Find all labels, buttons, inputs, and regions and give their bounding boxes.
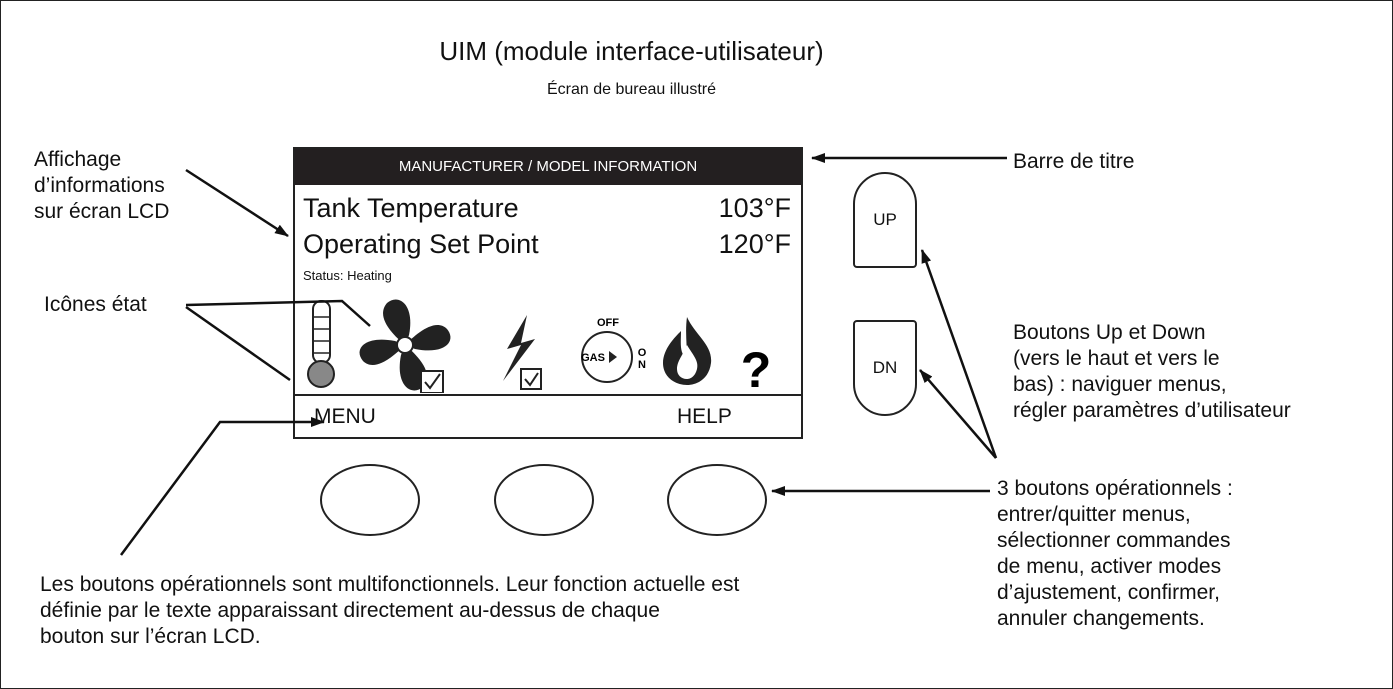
note-operational-buttons: Les boutons opérationnels sont multifonc… — [40, 572, 739, 650]
label-title-bar: Barre de titre — [1013, 150, 1135, 173]
gas-on-n-text: N — [638, 359, 646, 371]
lcd-row-label: Tank Temperature — [303, 193, 519, 223]
gas-on-o-text: O — [638, 347, 647, 359]
diagram-subtitle: Écran de bureau illustré — [547, 81, 716, 98]
softkey-help: HELP — [677, 405, 732, 428]
label-line: annuler changements. — [997, 607, 1205, 630]
label-line: sur écran LCD — [34, 200, 170, 223]
lcd-row-value: 103°F — [718, 193, 791, 223]
arrow-down-button — [919, 369, 997, 459]
lcd-status: Status: Heating — [303, 268, 392, 283]
gas-text: GAS — [581, 352, 605, 364]
label-line: régler paramètres d’utilisateur — [1013, 399, 1291, 422]
arrow-menu-softkey — [119, 417, 325, 556]
flame-icon — [663, 317, 712, 385]
note-line: bouton sur l’écran LCD. — [40, 625, 261, 648]
operational-button-left[interactable] — [320, 464, 420, 536]
lcd-status-icons: OFF GAS O N ? — [307, 299, 772, 393]
down-button[interactable]: DN — [853, 320, 917, 416]
label-operational-buttons: 3 boutons opérationnels : entrer/quitter… — [997, 476, 1233, 632]
lcd-row-value: 120°F — [718, 229, 791, 259]
label-line: Affichage — [34, 148, 122, 171]
label-updown-buttons: Boutons Up et Down (vers le haut et vers… — [1013, 320, 1291, 424]
line-status-thermometer — [185, 305, 291, 382]
help-question-icon: ? — [741, 342, 772, 393]
up-button[interactable]: UP — [853, 172, 917, 268]
label-line: Boutons Up et Down — [1013, 321, 1206, 344]
label-status-icons: Icônes état — [44, 293, 147, 316]
diagram-title: UIM (module interface-utilisateur) — [439, 36, 824, 66]
note-line: Les boutons opérationnels sont multifonc… — [40, 573, 740, 596]
gas-valve-icon: OFF GAS O N — [581, 317, 647, 383]
label-line: 3 boutons opérationnels : — [997, 477, 1233, 500]
lcd-row-label: Operating Set Point — [303, 229, 539, 259]
label-line: de menu, activer modes — [997, 555, 1222, 578]
lcd-title-bar: MANUFACTURER / MODEL INFORMATION — [295, 149, 801, 185]
arrow-up-button — [920, 249, 998, 459]
gas-off-text: OFF — [597, 317, 619, 329]
lcd-divider — [295, 394, 801, 396]
arrow-lcd-display — [185, 168, 289, 238]
label-lcd-display: Affichage d’informations sur écran LCD — [34, 147, 169, 225]
label-line: sélectionner commandes — [997, 529, 1231, 552]
operational-button-right[interactable] — [667, 464, 767, 536]
down-button-label: DN — [872, 358, 898, 377]
lightning-icon — [503, 315, 542, 390]
fan-icon — [359, 299, 451, 393]
softkey-menu: MENU — [314, 405, 376, 428]
label-line: d’informations — [34, 174, 165, 197]
lcd-screen: MANUFACTURER / MODEL INFORMATION Tank Te… — [293, 147, 803, 439]
note-line: définie par le texte apparaissant direct… — [40, 599, 660, 622]
up-button-label: UP — [873, 210, 897, 229]
operational-button-middle[interactable] — [494, 464, 594, 536]
thermometer-icon — [307, 300, 335, 388]
label-line: entrer/quitter menus, — [997, 503, 1191, 526]
line-status-fan — [185, 299, 371, 327]
label-line: (vers le haut et vers le — [1013, 347, 1220, 370]
label-line: bas) : naviguer menus, — [1013, 373, 1227, 396]
label-line: d’ajustement, confirmer, — [997, 581, 1220, 604]
